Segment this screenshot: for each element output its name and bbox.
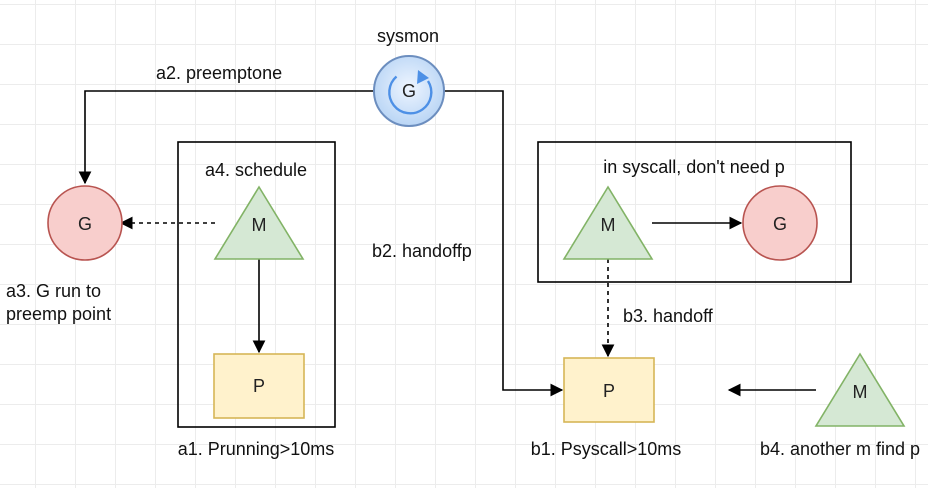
goroutine-circle (47, 185, 123, 261)
processor-node-left: P (213, 353, 305, 419)
processor-node-right: P (563, 357, 655, 423)
preempt-edge-label: a2. preemptone (156, 63, 282, 83)
machine-label: M (601, 215, 616, 235)
goroutine-circle (742, 185, 818, 261)
processor-label: P (603, 381, 615, 401)
sysmon-node-label: G (402, 81, 416, 101)
machine-label: M (252, 215, 267, 235)
find-p-label: b4. another m find p (760, 439, 920, 459)
machine-triangle (213, 185, 305, 260)
handoffp-edge (444, 90, 564, 397)
machine-label: M (853, 382, 868, 402)
goroutine-label: G (773, 214, 787, 234)
syscall-container (537, 141, 852, 283)
sysmon-node: G (373, 55, 445, 127)
run-label-line1: a3. G run to (6, 281, 101, 301)
sysmon-circle (373, 55, 445, 127)
handoffp-label: b2. handoffp (372, 241, 472, 261)
processor-label: P (253, 376, 265, 396)
machine-triangle (562, 185, 654, 260)
processor-box (213, 353, 305, 419)
run-label-line2: preemp point (6, 304, 111, 324)
preempt-edge (78, 90, 374, 185)
handoff-label: b3. handoff (623, 306, 714, 326)
psyscall-label: b1. Psyscall>10ms (531, 439, 682, 459)
syscall-label: in syscall, don't need p (603, 157, 785, 177)
goroutine-node-left: G (47, 185, 123, 261)
machine-node-other: M (814, 352, 906, 427)
machine-node-syscall: M (562, 185, 654, 260)
schedule-container (177, 141, 336, 428)
schedule-label: a4. schedule (205, 160, 307, 180)
running-label: a1. Prunning>10ms (178, 439, 335, 459)
refresh-icon (388, 70, 433, 115)
processor-box (563, 357, 655, 423)
machine-node-left: M (213, 185, 305, 260)
sysmon-title: sysmon (377, 26, 439, 46)
goroutine-node-right: G (742, 185, 818, 261)
machine-triangle (814, 352, 906, 427)
goroutine-label: G (78, 214, 92, 234)
